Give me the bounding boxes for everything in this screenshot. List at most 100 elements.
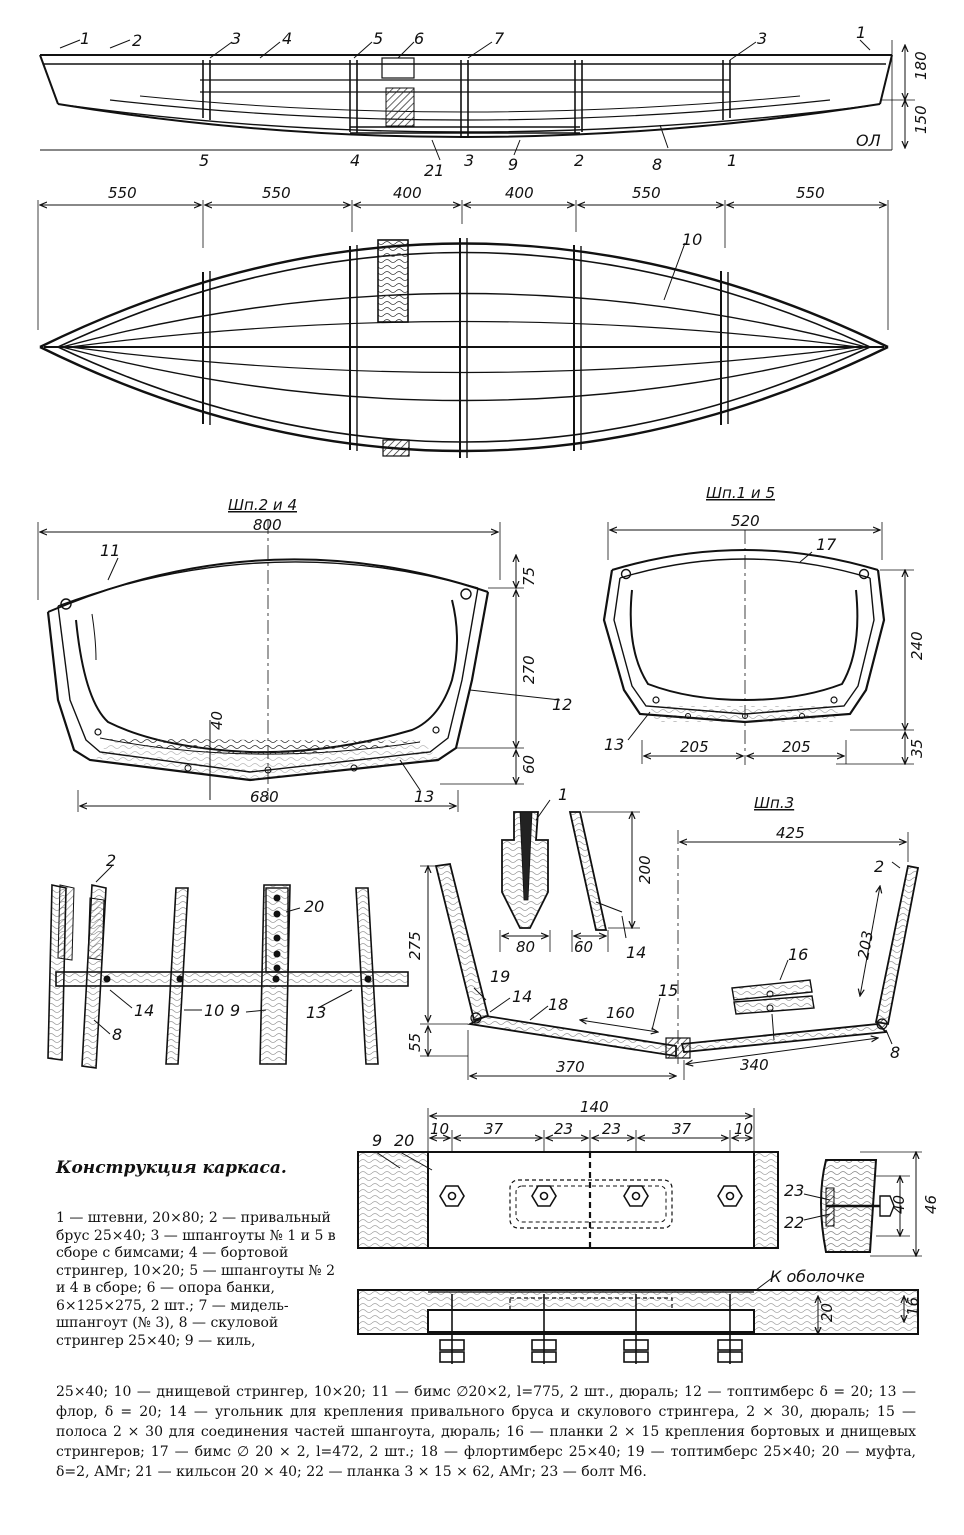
part-10-left: 10 (430, 1120, 449, 1138)
frame-1-5-section (602, 522, 914, 765)
dim-270: 270 (520, 655, 538, 684)
callout-2: 2 (132, 31, 142, 50)
callout-13-small: 13 (604, 735, 624, 754)
coupling-callout-22: 22 (784, 1213, 804, 1232)
frame-number-4: 4 (350, 151, 360, 170)
side-view-labels: 1 2 3 4 5 6 7 3 1 5 4 3 2 1 21 9 8 180 1… (80, 23, 930, 180)
frame-number-2: 2 (574, 151, 584, 170)
callout-3: 3 (231, 29, 241, 48)
dim-340: 340 (740, 1056, 769, 1074)
part-37-left: 37 (484, 1120, 504, 1138)
coupling-callout-9: 9 (372, 1131, 382, 1150)
detail-callout-10: 10 (204, 1001, 224, 1020)
plan-view-labels: 550 550 400 400 550 550 10 (108, 184, 825, 249)
callout-11: 11 (100, 541, 120, 560)
coupling-labels: 140 10 37 23 23 37 10 9 20 23 22 40 46 2… (372, 1098, 940, 1322)
stem-dim-200: 200 (636, 855, 654, 884)
callout-1: 1 (80, 29, 90, 48)
stem-callout-1: 1 (558, 785, 568, 804)
legend-line: 8 — скуловой стрингер 25×40; 9 — киль, (56, 1315, 279, 1349)
dim-55: 55 (406, 1033, 424, 1052)
coupling-detail (357, 1108, 922, 1364)
callout-21: 21 (424, 161, 444, 180)
stem-callout-14: 14 (626, 943, 646, 962)
callout-17: 17 (816, 535, 837, 554)
frame-number-3: 3 (464, 151, 474, 170)
stringer-details-labels: 2 20 14 8 10 9 13 (106, 851, 326, 1044)
waterline-label: ОЛ (856, 131, 881, 150)
plan-view (37, 200, 889, 458)
spacing-2: 550 (262, 184, 291, 202)
stem-labels: 1 14 80 60 200 (516, 785, 654, 962)
callout-13: 13 (414, 787, 434, 806)
half-width-left: 205 (680, 738, 709, 756)
frame-3-section (420, 830, 920, 1080)
side-view (39, 39, 915, 161)
dim-160: 160 (606, 1004, 635, 1022)
spacing-4: 400 (505, 184, 534, 202)
callout-8: 8 (652, 155, 662, 174)
detail-callout-8: 8 (112, 1025, 122, 1044)
callout-4: 4 (282, 29, 292, 48)
callout-5: 5 (373, 29, 383, 48)
coupling-callout-23: 23 (784, 1181, 804, 1200)
dim-46: 46 (922, 1195, 940, 1214)
legend-line: 5 — шпангоуты № 2 и 4 в сборе; (56, 1262, 336, 1297)
legend-full-width: 25×40; 10 — днищевой стрингер, 10×20; 11… (56, 1382, 916, 1482)
callout-9: 9 (508, 155, 518, 174)
spacing-3: 400 (393, 184, 422, 202)
dim-40-section: 40 (890, 1195, 908, 1214)
stem-dim-60: 60 (574, 938, 593, 956)
legend-paragraph: 25×40; 10 — днищевой стрингер, 10×20; 11… (56, 1384, 916, 1480)
dim-180: 180 (912, 51, 930, 80)
frame-2-4-labels: Шп.2 и 4 800 680 75 270 60 40 11 12 13 (100, 496, 572, 806)
callout-12: 12 (552, 695, 572, 714)
legend-line: 6 — опора банки, 6×125×275, 2 шт.; (56, 1280, 275, 1314)
dim-60: 60 (520, 755, 538, 774)
legend-line: 1 — штевни, 20×80; 2 — привальный брус 2… (56, 1210, 336, 1261)
callout-10: 10 (682, 230, 702, 249)
callout-18: 18 (548, 995, 568, 1014)
frame-3-labels: Шп.3 425 275 55 370 160 340 203 2 19 14 … (406, 794, 900, 1076)
detail-callout-2: 2 (106, 851, 116, 870)
part-10-right: 10 (734, 1120, 753, 1138)
frame-2-4-width: 800 (253, 516, 282, 534)
frame-2-4-section (37, 520, 561, 812)
part-23-right: 23 (602, 1120, 621, 1138)
coupling-total: 140 (580, 1098, 609, 1116)
frame-number-1: 1 (727, 151, 737, 170)
callout-16: 16 (788, 945, 808, 964)
dim-40: 40 (208, 711, 226, 730)
frame-1-5-title: Шп.1 и 5 (706, 484, 775, 502)
legend-line: 4 — бортовой стрингер, 10×20; (56, 1245, 289, 1279)
frame-number-5: 5 (199, 151, 209, 170)
caption-title: Конструкция каркаса. (56, 1158, 287, 1178)
frame-3-callout-2: 2 (874, 857, 884, 876)
frame-3-callout-14: 14 (512, 987, 532, 1006)
stem-detail (499, 799, 640, 952)
frame-3-callout-8: 8 (890, 1043, 900, 1062)
dim-275: 275 (406, 931, 424, 960)
dim-16: 16 (904, 1297, 922, 1316)
frame-3-title: Шп.3 (754, 794, 794, 812)
frame-2-4-title: Шп.2 и 4 (228, 496, 297, 514)
detail-callout-14: 14 (134, 1001, 154, 1020)
coupling-callout-20: 20 (394, 1131, 414, 1150)
dim-20: 20 (818, 1303, 836, 1322)
callout-19: 19 (490, 967, 510, 986)
spacing-5: 550 (632, 184, 661, 202)
detail-callout-13: 13 (306, 1003, 326, 1022)
frame-2-4-bottom-width: 680 (250, 788, 279, 806)
callout-7: 7 (494, 29, 505, 48)
dim-150: 150 (912, 105, 930, 134)
detail-callout-20: 20 (304, 897, 324, 916)
part-37-right: 37 (672, 1120, 692, 1138)
detail-callout-9: 9 (230, 1001, 240, 1020)
stem-dim-80: 80 (516, 938, 535, 956)
stringer-details (47, 865, 409, 1069)
callout-1-right: 1 (856, 23, 866, 42)
half-width-right: 205 (782, 738, 811, 756)
callout-6: 6 (414, 29, 424, 48)
callout-3-right: 3 (757, 29, 767, 48)
